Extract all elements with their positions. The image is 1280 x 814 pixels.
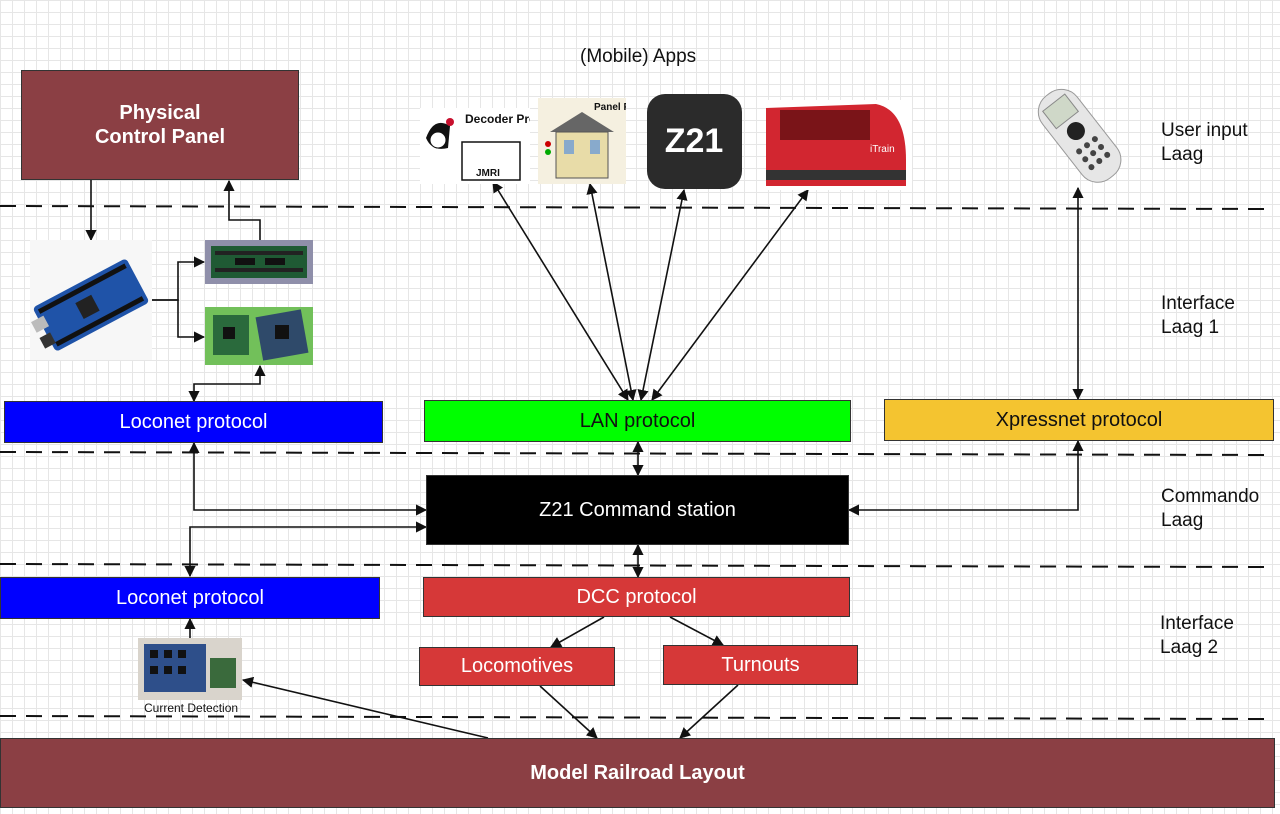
lan-protocol-box[interactable]: LAN protocol <box>424 400 851 442</box>
layer-label-interface-1: Interface Laag 1 <box>1161 292 1235 340</box>
current-detection-label: Current Detection <box>144 701 239 715</box>
layer-label-line: Interface <box>1160 613 1234 634</box>
layer-label-line: Commando <box>1161 486 1260 507</box>
z21-app-icon[interactable]: Z21 <box>647 94 742 189</box>
jmri-text: JMRI <box>476 168 500 179</box>
layer-label-line: Laag 1 <box>1161 317 1220 338</box>
panel-pro-icon[interactable]: Panel Pro <box>538 98 640 184</box>
loconet-protocol-box-top[interactable]: Loconet protocol <box>4 401 383 443</box>
physical-control-panel-box[interactable]: Physical Control Panel <box>21 70 299 180</box>
current-detection-image <box>138 638 242 700</box>
loconet-boards-image <box>205 307 313 365</box>
xpressnet-protocol-box[interactable]: Xpressnet protocol <box>884 399 1274 441</box>
loconet-protocol-box-bottom[interactable]: Loconet protocol <box>0 577 380 619</box>
handheld-controller-image[interactable] <box>1025 80 1133 190</box>
z21-icon-text: Z21 <box>665 122 724 160</box>
layer-label-line: Interface <box>1161 293 1235 314</box>
decoder-pro-icon[interactable]: Decoder Pro JMRI <box>420 108 536 184</box>
io-board-image <box>205 240 313 284</box>
physical-panel-line-1: Physical <box>119 102 201 124</box>
turnouts-box[interactable]: Turnouts <box>663 645 858 685</box>
dcc-protocol-box[interactable]: DCC protocol <box>423 577 850 617</box>
physical-panel-line-2: Control Panel <box>94 126 225 148</box>
arduino-board-image <box>30 240 152 360</box>
locomotives-box[interactable]: Locomotives <box>419 647 615 686</box>
decoder-pro-text: Decoder Pro <box>465 112 530 126</box>
mobile-apps-label: (Mobile) Apps <box>580 46 697 67</box>
layer-label-user-input: User input Laag <box>1161 119 1248 167</box>
layer-label-line: User input <box>1161 120 1248 141</box>
itrain-icon[interactable]: iTrain <box>766 100 912 190</box>
model-railroad-layout-box[interactable]: Model Railroad Layout <box>0 738 1275 808</box>
layer-label-line: Laag <box>1161 144 1204 165</box>
layer-label-line: Laag <box>1161 510 1204 531</box>
panel-pro-text: Panel Pro <box>594 102 626 113</box>
z21-command-station-box[interactable]: Z21 Command station <box>426 475 849 545</box>
layer-label-commando: Commando Laag <box>1161 485 1259 533</box>
itrain-text: iTrain <box>870 144 895 155</box>
layer-label-interface-2: Interface Laag 2 <box>1160 612 1234 660</box>
layer-label-line: Laag 2 <box>1160 637 1219 658</box>
